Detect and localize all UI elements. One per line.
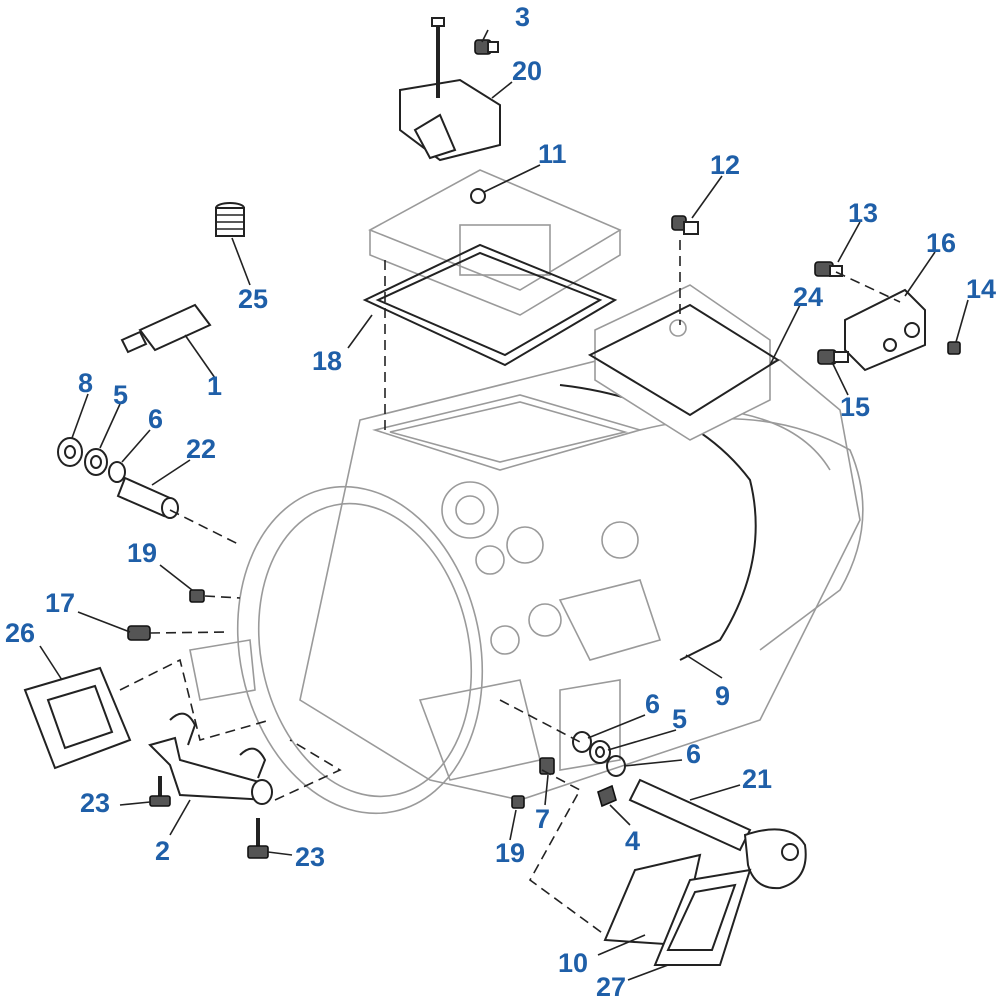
callout-26: 26: [5, 618, 35, 648]
callout-16: 16: [926, 228, 956, 258]
key-4: [597, 784, 617, 808]
callout-23-left: 23: [80, 788, 110, 818]
rear-cover: [587, 284, 780, 441]
breather-25: [215, 202, 245, 237]
callout-19-lower: 19: [495, 838, 525, 868]
fitting-14: [947, 341, 961, 355]
callout-27: 27: [596, 972, 626, 1002]
fitting-17: [127, 625, 151, 641]
callout-labels: 3 20 11 12 13 16 14 24 15 25 18 1 8 5 6 …: [5, 2, 996, 1002]
bolt-23-lower: [247, 818, 269, 859]
shift-shaft-21: [628, 778, 807, 890]
callout-25: 25: [238, 284, 268, 314]
callout-8: 8: [78, 368, 93, 398]
fitting-13: [814, 261, 843, 277]
callout-19-upper: 19: [127, 538, 157, 568]
o-ring-11: [470, 188, 486, 204]
callout-13: 13: [848, 198, 878, 228]
callout-6-right-lower: 6: [686, 739, 701, 769]
bolt-23-upper: [149, 776, 171, 807]
callout-24: 24: [793, 282, 823, 312]
pto-cover-26: [23, 666, 132, 770]
bearing-stack-left: [57, 437, 179, 519]
cover-10-27: [603, 853, 752, 966]
shift-valve-block: [399, 17, 501, 162]
callout-2: 2: [155, 836, 170, 866]
callout-3: 3: [515, 2, 530, 32]
callout-4: 4: [625, 826, 640, 856]
top-cover-gasket: [362, 243, 618, 367]
callout-11: 11: [538, 139, 567, 169]
callout-6-right-upper: 6: [645, 689, 660, 719]
callout-23-right: 23: [295, 842, 325, 872]
callout-15: 15: [840, 392, 870, 422]
callout-21: 21: [742, 764, 772, 794]
plug-19-upper: [189, 589, 205, 603]
top-cover: [368, 169, 622, 316]
callout-7: 7: [535, 804, 550, 834]
callout-20: 20: [512, 56, 542, 86]
callout-5-right: 5: [672, 704, 687, 734]
fitting-12: [671, 215, 699, 235]
assembly-lines: [119, 240, 901, 936]
callout-5-left: 5: [113, 380, 128, 410]
callout-18: 18: [312, 346, 342, 376]
callout-1: 1: [207, 371, 222, 401]
callout-6-left: 6: [148, 404, 163, 434]
slave-valve-16: [844, 288, 926, 372]
callout-22: 22: [186, 434, 216, 464]
callout-10: 10: [558, 948, 588, 978]
callout-14: 14: [966, 274, 996, 304]
fitting-3: [474, 39, 499, 55]
callout-9: 9: [715, 681, 730, 711]
seal-stack-right: [572, 731, 626, 777]
callout-12: 12: [710, 150, 740, 180]
leader-lines: [39, 29, 969, 981]
callout-17: 17: [45, 588, 75, 618]
sealant-tube-1: [120, 303, 212, 354]
fitting-15: [817, 349, 849, 365]
fitting-7: [539, 757, 555, 775]
shift-fork-2: [148, 712, 273, 805]
plug-19-lower: [511, 795, 525, 809]
